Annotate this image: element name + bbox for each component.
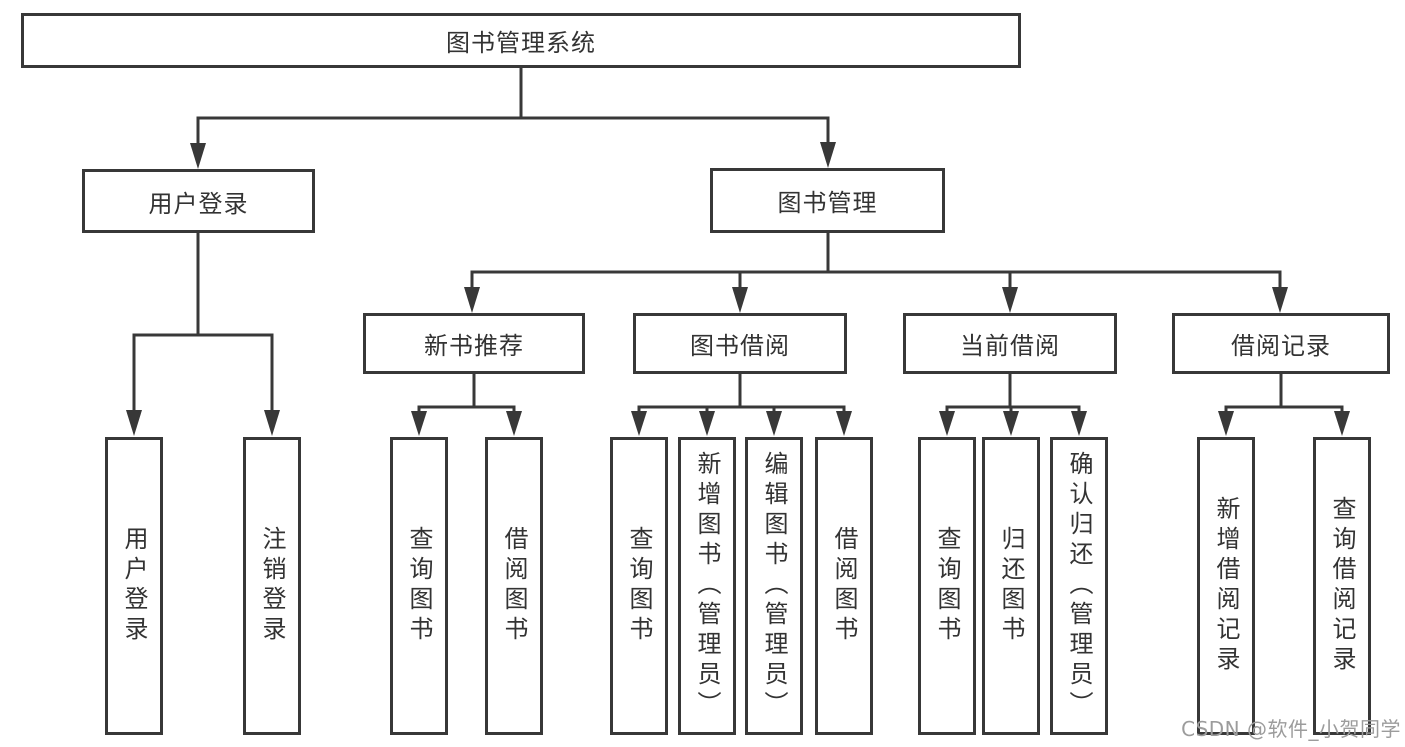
node-user-login: 用户登录	[82, 169, 315, 233]
leaf-label: 归还图书	[997, 526, 1025, 646]
leaf-label: 查询图书	[625, 526, 653, 646]
connector-records-to-leaves	[1218, 374, 1350, 436]
connector-newbook-to-leaves	[411, 374, 522, 436]
leaf-add-borrow-record: 新增借阅记录	[1197, 437, 1255, 735]
leaf-label: 用户登录	[120, 526, 148, 646]
leaf-user-login: 用户登录	[105, 437, 163, 735]
leaf-query-books-borrow: 查询图书	[610, 437, 668, 735]
connector-root-to-level1	[190, 68, 836, 169]
node-label: 图书管理	[777, 189, 878, 217]
node-borrowing-records: 借阅记录	[1172, 313, 1390, 374]
leaf-label: 编辑图书（管理员）	[760, 451, 788, 721]
leaf-label: 新增借阅记录	[1212, 496, 1240, 676]
leaf-label: 借阅图书	[500, 526, 528, 646]
node-current-borrowing: 当前借阅	[903, 313, 1117, 374]
connector-current-to-leaves	[939, 374, 1087, 436]
connector-bookmgmt-to-level2	[464, 233, 1288, 313]
node-label: 图书管理系统	[446, 29, 596, 57]
node-new-book-recommendation: 新书推荐	[363, 313, 585, 374]
node-label: 用户登录	[148, 189, 249, 218]
connector-borrow-to-leaves	[631, 374, 852, 436]
leaf-borrow-books-recommend: 借阅图书	[485, 437, 543, 735]
leaf-label: 查询借阅记录	[1328, 496, 1356, 676]
leaf-confirm-return-admin: 确认归还（管理员）	[1050, 437, 1108, 735]
connector-login-to-leaves	[126, 233, 280, 436]
leaf-label: 新增图书（管理员）	[693, 451, 721, 721]
node-label: 图书借阅	[690, 332, 790, 360]
leaf-label: 注销登录	[258, 526, 286, 646]
leaf-add-books-admin: 新增图书（管理员）	[678, 437, 736, 735]
leaf-query-borrow-record: 查询借阅记录	[1313, 437, 1371, 735]
csdn-watermark: CSDN @软件_小贺同学	[1181, 717, 1401, 741]
leaf-label: 借阅图书	[830, 526, 858, 646]
node-label: 借阅记录	[1231, 332, 1331, 360]
node-book-management: 图书管理	[710, 168, 945, 233]
node-label: 当前借阅	[960, 332, 1060, 360]
node-book-borrowing: 图书借阅	[633, 313, 847, 374]
leaf-query-books-recommend: 查询图书	[390, 437, 448, 735]
leaf-borrow-books: 借阅图书	[815, 437, 873, 735]
leaf-label: 查询图书	[933, 526, 961, 646]
leaf-label: 确认归还（管理员）	[1065, 451, 1093, 721]
leaf-label: 查询图书	[405, 526, 433, 646]
node-library-management-system: 图书管理系统	[21, 13, 1021, 68]
leaf-logout: 注销登录	[243, 437, 301, 735]
leaf-return-books: 归还图书	[982, 437, 1040, 735]
node-label: 新书推荐	[424, 332, 524, 360]
leaf-edit-books-admin: 编辑图书（管理员）	[745, 437, 803, 735]
leaf-query-books-current: 查询图书	[918, 437, 976, 735]
